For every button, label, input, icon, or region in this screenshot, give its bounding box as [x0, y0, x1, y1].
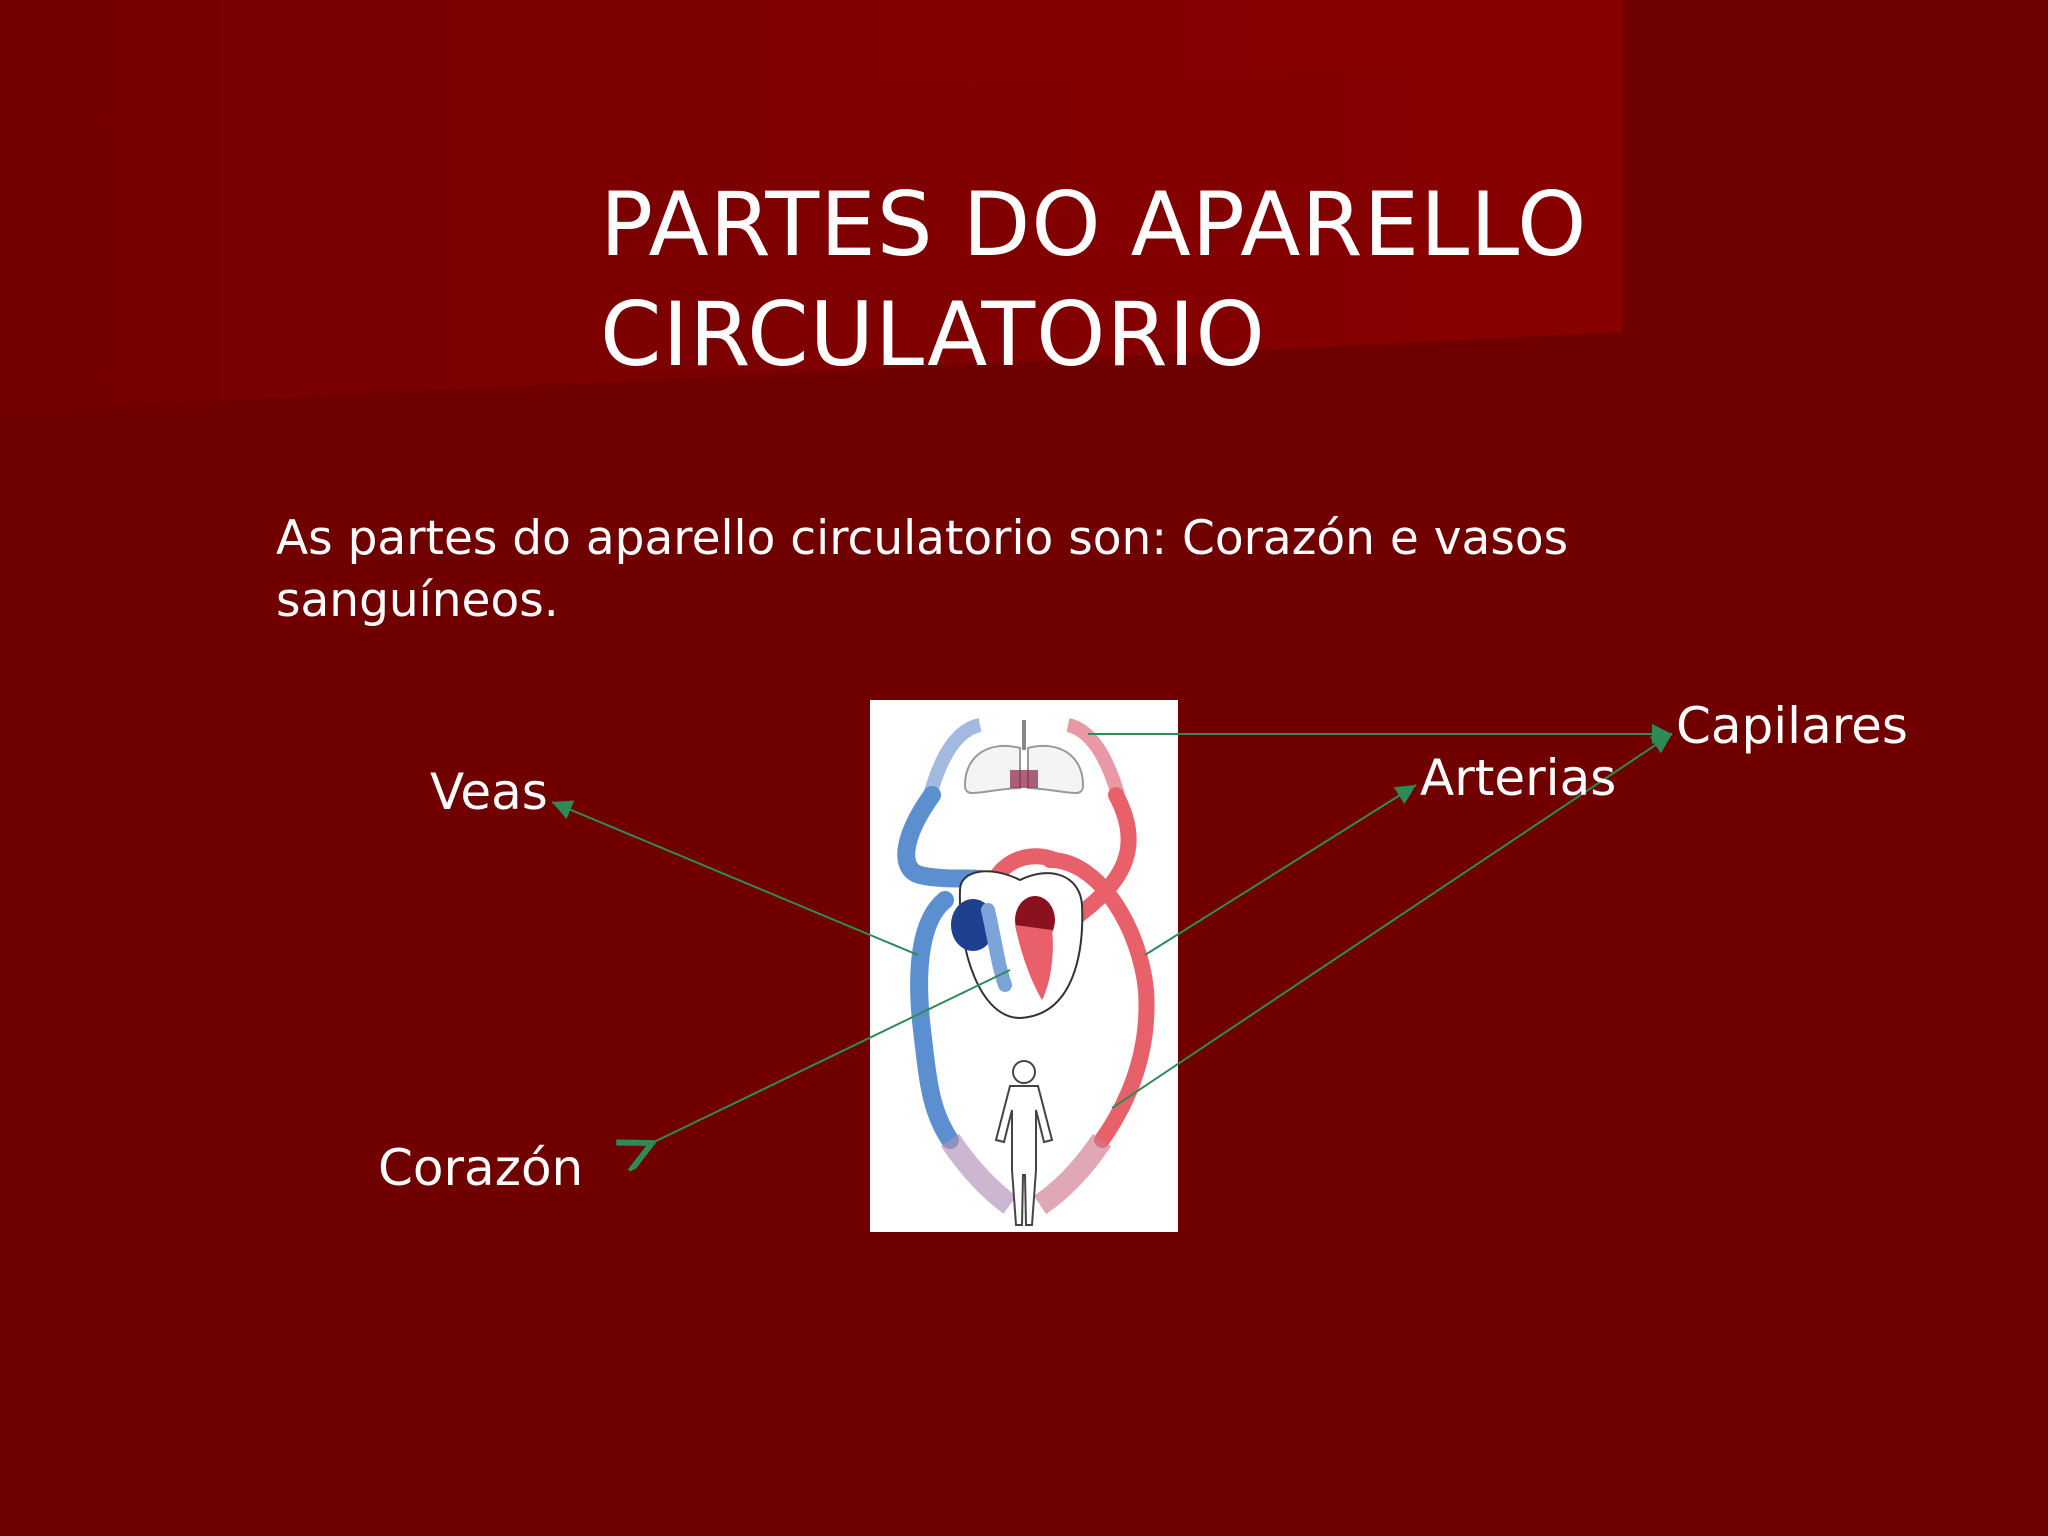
arrow-to-capilares-bottom	[1111, 733, 1673, 1109]
title-line-1: PARTES DO APARELLO	[600, 173, 1588, 276]
human-body-icon	[994, 1060, 1054, 1226]
slide-title: PARTES DO APARELLO CIRCULATORIO	[600, 170, 1800, 390]
label-veas: Veas	[430, 763, 548, 821]
label-arterias: Arterias	[1420, 749, 1617, 807]
arrow-to-corazon	[652, 969, 1011, 1143]
label-corazon: Corazón	[378, 1139, 584, 1197]
label-capilares: Capilares	[1676, 697, 1908, 755]
lungs-icon	[963, 720, 1085, 795]
arrow-to-arterias	[1144, 784, 1417, 956]
circulatory-diagram-panel	[870, 700, 1178, 1232]
slide-body-text: As partes do aparello circulatorio son: …	[276, 511, 1569, 628]
arrow-to-veas	[551, 800, 919, 956]
heart-icon	[951, 870, 1084, 1020]
circulatory-diagram	[897, 718, 1155, 1226]
title-line-2: CIRCULATORIO	[600, 283, 1266, 386]
